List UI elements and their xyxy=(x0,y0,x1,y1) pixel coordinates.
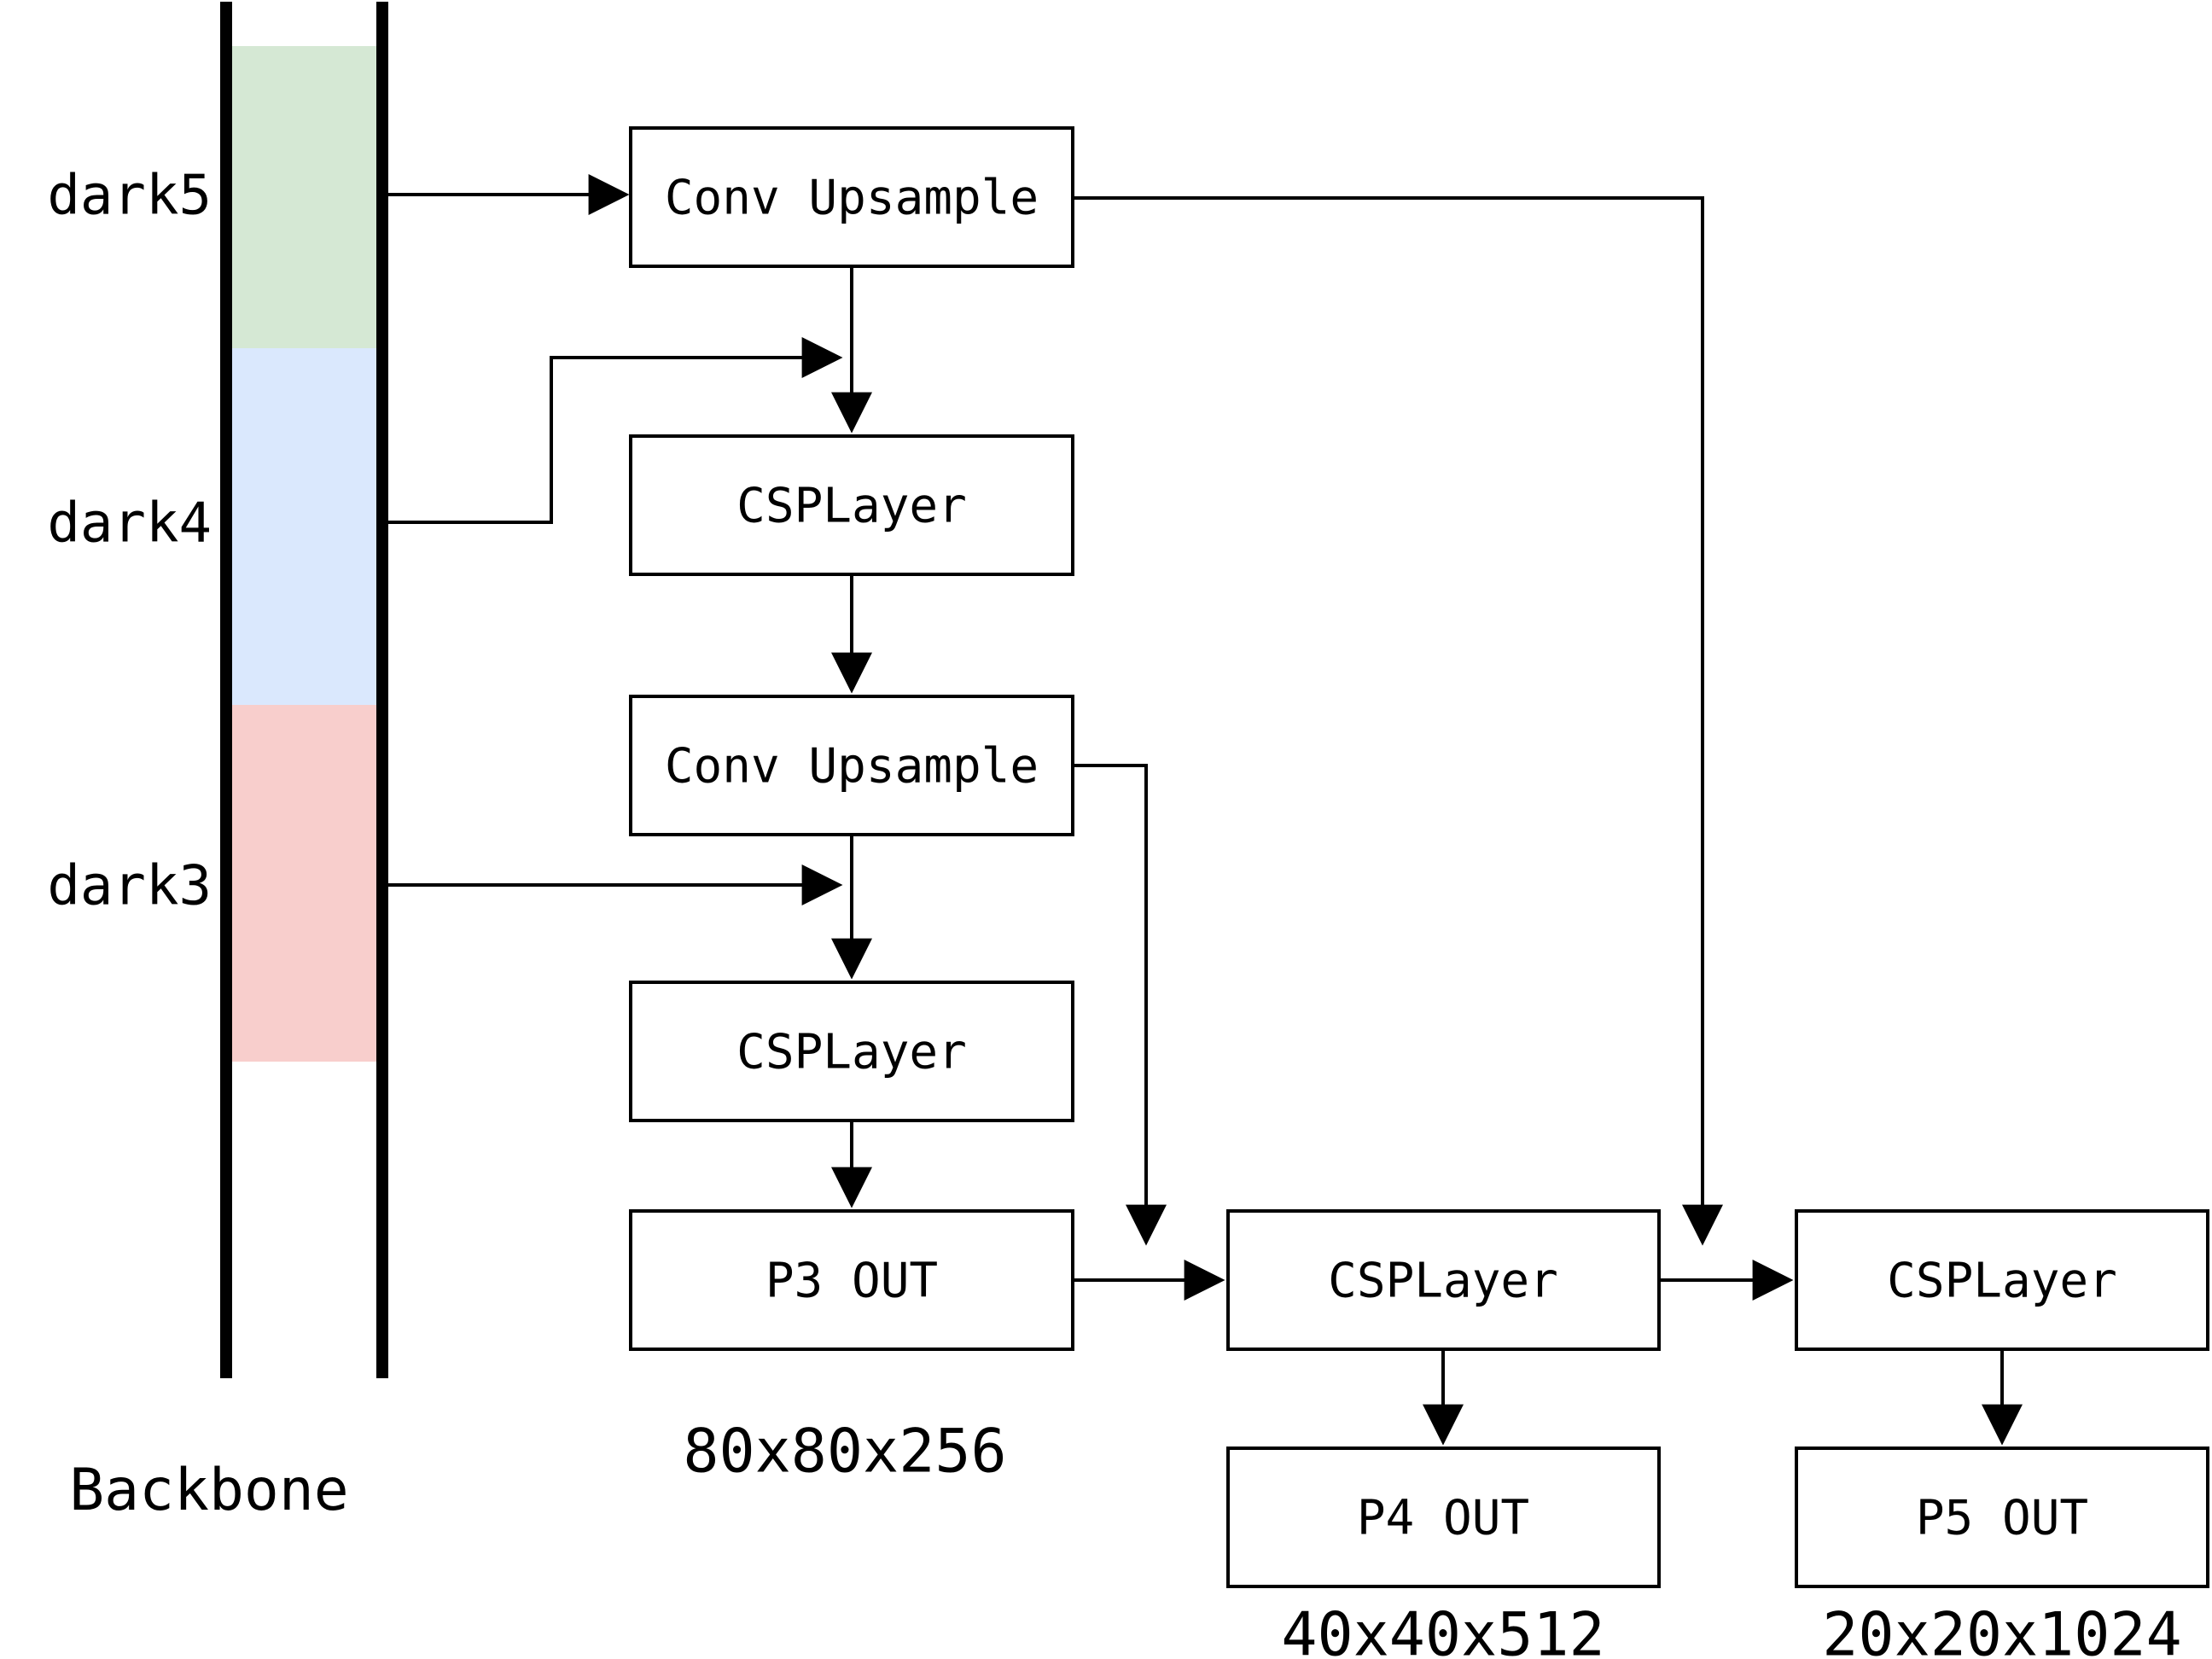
node-conv-upsample-2: Conv Upsample xyxy=(629,695,1074,836)
label-p5-dimensions: 20x20x1024 xyxy=(1822,1600,2181,1659)
backbone-segment-dark5 xyxy=(232,46,376,348)
csplayer-2-label: CSPLayer xyxy=(736,1025,967,1080)
csplayer-4-label: CSPLayer xyxy=(1887,1254,2117,1309)
node-p5-out: P5 OUT xyxy=(1795,1447,2209,1588)
p5-out-label: P5 OUT xyxy=(1916,1491,2088,1546)
label-dark4: dark4 xyxy=(47,492,212,555)
node-conv-upsample-1: Conv Upsample xyxy=(629,126,1074,268)
csplayer-4-box xyxy=(1795,1209,2209,1351)
conv-upsample-2-label: Conv Upsample xyxy=(665,739,1039,795)
p4-out-box xyxy=(1226,1447,1661,1588)
conv-upsample-1-box xyxy=(629,126,1074,268)
backbone-segment-dark3 xyxy=(232,705,376,1062)
node-csplayer-2: CSPLayer xyxy=(629,981,1074,1122)
p3-out-label: P3 OUT xyxy=(765,1254,938,1309)
backbone-segment-dark4 xyxy=(232,348,376,705)
csplayer-1-box xyxy=(629,434,1074,576)
csplayer-2-box xyxy=(629,981,1074,1122)
p5-out-box xyxy=(1795,1447,2209,1588)
conv-upsample-2-box xyxy=(629,695,1074,836)
label-p3-dimensions: 80x80x256 xyxy=(683,1417,1006,1487)
csplayer-1-label: CSPLayer xyxy=(736,479,967,534)
csplayer-3-box xyxy=(1226,1209,1661,1351)
p4-out-label: P4 OUT xyxy=(1357,1491,1529,1546)
p3-out-box xyxy=(629,1209,1074,1351)
label-dark5: dark5 xyxy=(47,164,212,227)
node-p4-out: P4 OUT xyxy=(1226,1447,1661,1588)
csplayer-3-label: CSPLayer xyxy=(1328,1254,1558,1309)
arrow-dark4-skip-to-csplayer-1 xyxy=(388,337,843,524)
node-p3-out: P3 OUT xyxy=(629,1209,1074,1351)
node-csplayer-1: CSPLayer xyxy=(629,434,1074,576)
arrow-conv-upsample-2-downsample-to-csplayer-3 xyxy=(1073,764,1167,1246)
node-csplayer-4: CSPLayer xyxy=(1795,1209,2209,1351)
label-p4-dimensions: 40x40x512 xyxy=(1281,1600,1604,1659)
arrow-conv-upsample-1-downsample-to-csplayer-4 xyxy=(1073,196,1723,1246)
conv-upsample-1-label: Conv Upsample xyxy=(665,171,1039,226)
label-backbone: Backbone xyxy=(69,1457,349,1524)
label-dark3: dark3 xyxy=(47,854,212,917)
node-csplayer-3: CSPLayer xyxy=(1226,1209,1661,1351)
